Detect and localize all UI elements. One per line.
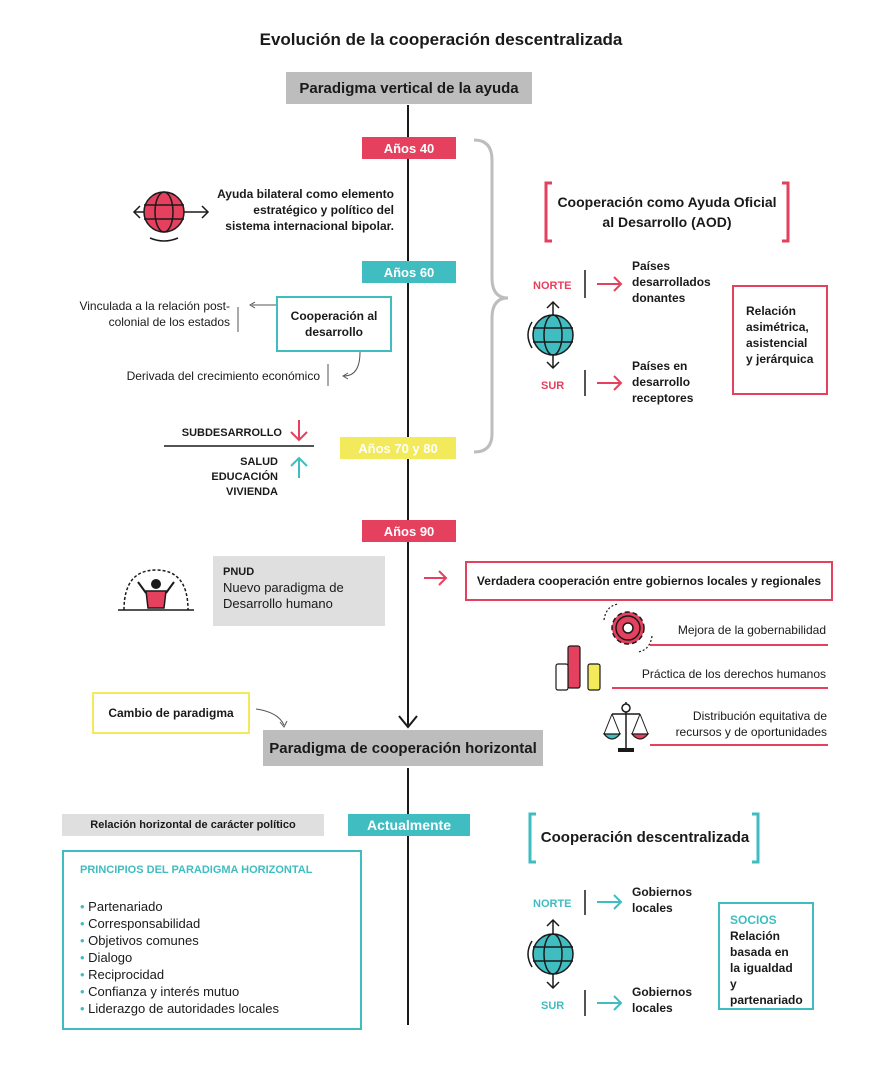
norte-label: NORTE [533,898,572,910]
arrow-up-icon [290,456,308,467]
bilateral-text: Ayuda bilateral como elemento estratégic… [217,187,394,233]
cambio-box: Cambio de paradigma [92,692,250,734]
gobiernos-sur: Gobiernos locales [632,985,693,1015]
vivienda-label: VIVIENDA [226,486,278,498]
arrow-right-icon [613,894,623,910]
era-40: Años 40 [362,137,456,159]
arrow-right-icon [613,375,623,391]
paradigm-vertical: Paradigma vertical de la ayuda [286,72,532,104]
postcolonial-text: Vinculada a la relación post-colonial de… [79,299,230,329]
timeline-arrow-icon [398,715,418,729]
relacion-politica-label: Relación horizontal de carácter político [62,814,324,836]
educacion-label: EDUCACIÓN [211,471,278,483]
gobernabilidad-text: Mejora de la gobernabilidad [677,623,826,637]
bracket-left-teal [528,812,536,864]
arrow-curve-icon [343,351,361,377]
era-60: Años 60 [362,261,456,283]
crecimiento-text: Derivada del crecimiento económico [126,369,320,383]
list-item: Liderazgo de autoridades locales [80,1000,344,1017]
list-item: Dialogo [80,949,344,966]
verdadera-label: Verdadera cooperación entre gobiernos lo… [476,574,822,588]
paises-desarrollo: Países en desarrollo receptores [632,359,694,405]
paradigm-horizontal: Paradigma de cooperación horizontal [263,730,543,766]
salud-label: SALUD [240,456,278,468]
pnud-text: Nuevo paradigma de Desarrollo humano [223,580,344,611]
gobiernos-norte: Gobiernos locales [632,885,693,915]
globe-arrows-icon [132,191,210,242]
globe-north-south-icon [527,918,574,990]
era-90: Años 90 [362,520,456,542]
pnud-title: PNUD [223,566,255,578]
socios-text: Relación basada en la igualdad y partena… [730,929,803,1007]
coop-desarrollo-box: Cooperación al desarrollo [276,296,392,352]
principios-list: Partenariado Corresponsabilidad Objetivo… [80,898,344,1017]
curly-brace-icon [473,138,509,454]
page-title: Evolución de la cooperación descentraliz… [259,30,623,49]
relacion-asimetrica-label: Relación asimétrica, asistencial y jerár… [746,304,814,366]
socios-title: SOCIOS [730,913,777,927]
cambio-label: Cambio de paradigma [108,706,234,720]
list-item: Objetivos comunes [80,932,344,949]
arrow-right-icon [613,276,623,292]
sur-label: SUR [541,1000,565,1012]
relacion-asimetrica-box: Relación asimétrica, asistencial y jerár… [732,285,828,395]
principios-title: PRINCIPIOS DEL PARADIGMA HORIZONTAL [80,864,313,876]
arrow-down-icon [290,431,308,442]
socios-box: SOCIOS Relación basada en la igualdad y … [718,902,814,1010]
bracket-right-red [782,181,790,243]
needs-list: SALUD EDUCACIÓN VIVIENDA [180,455,278,500]
sur-label: SUR [541,380,565,392]
bracket-right-teal [752,812,760,864]
list-item: Reciprocidad [80,966,344,983]
era-70-80: Años 70 y 80 [340,437,456,459]
distribucion-text: Distribución equitativa de recursos y de… [675,709,827,739]
person-celebrating-icon [118,569,194,611]
arrow-right-icon [613,995,623,1011]
bracket-left-red [544,181,552,243]
gear-icon [603,603,653,653]
paises-desarrollados: Países desarrollados donantes [632,259,711,305]
pnud-box: PNUD Nuevo paradigma de Desarrollo human… [213,556,385,626]
aod-title: Cooperación como Ayuda Oficial al Desarr… [557,194,777,230]
raised-hands-icon [555,645,601,691]
norte-label: NORTE [533,280,572,292]
arrow-right-icon [438,570,448,586]
list-item: Partenariado [80,898,344,915]
era-actualmente: Actualmente [348,814,470,836]
descentralizada-title: Cooperación descentralizada [540,829,750,846]
verdadera-box: Verdadera cooperación entre gobiernos lo… [465,561,833,601]
list-item: Corresponsabilidad [80,915,344,932]
scales-icon [602,702,650,752]
derechos-text: Práctica de los derechos humanos [641,667,826,681]
subdesarrollo-label: SUBDESARROLLO [181,427,282,439]
arrow-curve-icon [255,708,285,726]
coop-desarrollo-label: Cooperación al desarrollo [290,309,378,339]
list-item: Confianza y interés mutuo [80,983,344,1000]
principios-box: PRINCIPIOS DEL PARADIGMA HORIZONTAL Part… [62,850,362,1030]
globe-north-south-icon [527,300,574,370]
